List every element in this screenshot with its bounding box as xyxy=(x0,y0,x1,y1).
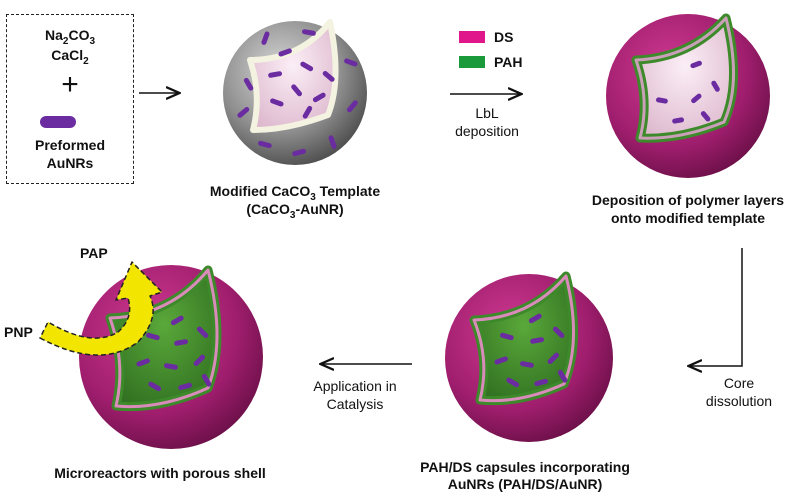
preformed-aunr-rod xyxy=(40,116,76,128)
plus-sign: + xyxy=(61,68,79,101)
aunr-rods-template xyxy=(237,29,358,157)
caco3-template-sphere xyxy=(223,19,367,165)
pah-ds-capsule-sphere xyxy=(445,271,613,442)
pnp-label: PNP xyxy=(4,324,33,340)
aunr-rods-microreactor xyxy=(136,315,212,392)
deposition-caption-2: onto modified template xyxy=(611,210,765,226)
template-caption-2: (CaCO3-AuNR) xyxy=(246,201,344,221)
capsule-caption: PAH/DS capsules incorporating xyxy=(420,459,630,475)
reagent-preformed: Preformed xyxy=(34,137,106,153)
capsule-caption-2: AuNRs (PAH/DS/AuNR) xyxy=(447,476,603,492)
arrow-core-dissolution xyxy=(690,248,743,366)
reagent-cacl2: CaCl2 xyxy=(51,47,89,67)
pah-legend-swatch xyxy=(459,56,485,68)
reagent-na2co3: Na2CO3 xyxy=(44,27,96,47)
catalysis-label-2: Catalysis xyxy=(326,396,384,412)
aunr-rods-capsule xyxy=(494,313,568,388)
coated-template-sphere xyxy=(606,13,770,178)
template-caption: Modified CaCO3 Template xyxy=(209,183,381,203)
dissolution-label: dissolution xyxy=(705,393,773,409)
ds-legend-swatch xyxy=(459,31,485,43)
reagent-aunrs: AuNRs xyxy=(46,155,94,171)
reagent-box xyxy=(6,14,134,184)
deposition-label: deposition xyxy=(455,123,519,139)
aunr-rods-coated xyxy=(655,60,720,124)
ds-legend-label: DS xyxy=(494,29,514,45)
core-label: Core xyxy=(723,375,755,391)
deposition-caption: Deposition of polymer layers xyxy=(591,192,785,208)
pah-legend-label: PAH xyxy=(494,54,523,70)
catalysis-label: Application in xyxy=(313,378,397,394)
pap-label: PAP xyxy=(80,245,108,261)
pnp-to-pap-arrow xyxy=(39,261,163,356)
lbl-label: LbL xyxy=(475,105,499,121)
microreactor-sphere xyxy=(79,265,263,449)
microreactor-caption: Microreactors with porous shell xyxy=(54,465,266,481)
